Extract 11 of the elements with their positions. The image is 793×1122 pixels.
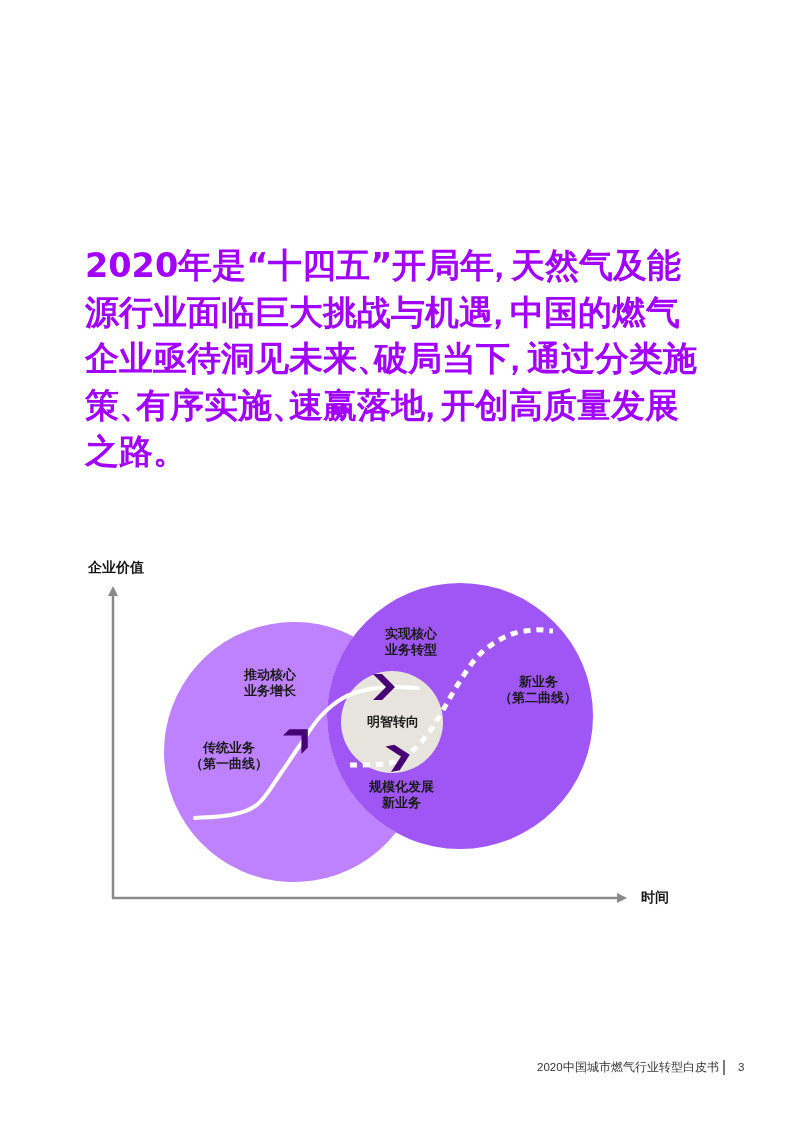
axis-label: 时间 — [641, 890, 669, 906]
footer-title: 2020中国城市燃气行业转型白皮书 — [537, 1060, 719, 1074]
area-label: 新业务（第二曲线） — [498, 674, 578, 706]
page-number: 3 — [738, 1060, 745, 1074]
area-label: 实现核心业务转型 — [384, 626, 438, 658]
headline: 2020年是“十四五”开局年，天然气及能源行业面临巨大挑战与机遇，中国的燃气企业亟待洞见未来、破局当下，通过分类施策、有序实施、速赢落地，开创高质量发展之路。 — [85, 245, 698, 473]
axis-label: 企业价值 — [88, 560, 144, 576]
area-label: 传统业务（第一曲线） — [189, 740, 269, 772]
area-label: 明智转向 — [366, 714, 420, 730]
area-label: 推动核心业务增长 — [243, 667, 297, 699]
area-label: 规模化发展新业务 — [367, 779, 435, 811]
